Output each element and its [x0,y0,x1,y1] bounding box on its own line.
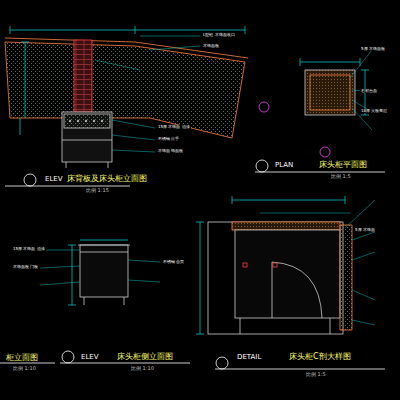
annotation: 5厚 木饰面 [354,228,376,232]
section-tag: PLAN [274,162,294,169]
annotation: 15厚 木饰面 油漆 [12,247,46,251]
scale-note: 比例 1:10 [130,366,155,371]
scale-note: 比例 1:5 [330,174,352,179]
scale-note: 比例 1:5 [305,372,327,377]
annotation: 木饰面 饰面板 [157,149,184,153]
section-tag: DETAIL [236,354,262,361]
annotation: 木饰面板 [202,44,220,48]
scale-note: 比例 1:10 [12,366,37,371]
view-title: 床头柜平面图 [318,161,368,169]
view-title: 床头柜侧立面图 [116,353,174,361]
annotation: 石材台面 [360,89,378,93]
view-title: 床背板及床头柜立面图 [66,175,148,183]
annotation: 不锈钢 拉手 [157,137,180,141]
annotation: 15厚 木饰面 油漆 [157,125,191,129]
section-tag: ELEV [44,176,64,183]
view-title: 柜立面图 [5,354,39,362]
annotation: L型铝 木饰面收口 [202,33,236,37]
annotation: 5厚 木饰面板 [360,47,386,51]
annotation: 18厚 夹板基层 [360,109,388,113]
section-tag: ELEV [80,354,100,361]
annotation: 木饰面板 门板 [12,265,39,269]
annotation: 不锈钢 合页 [162,260,185,264]
view-title: 床头柜C剖大样图 [288,353,352,361]
scale-note: 比例 1:15 [85,188,110,193]
